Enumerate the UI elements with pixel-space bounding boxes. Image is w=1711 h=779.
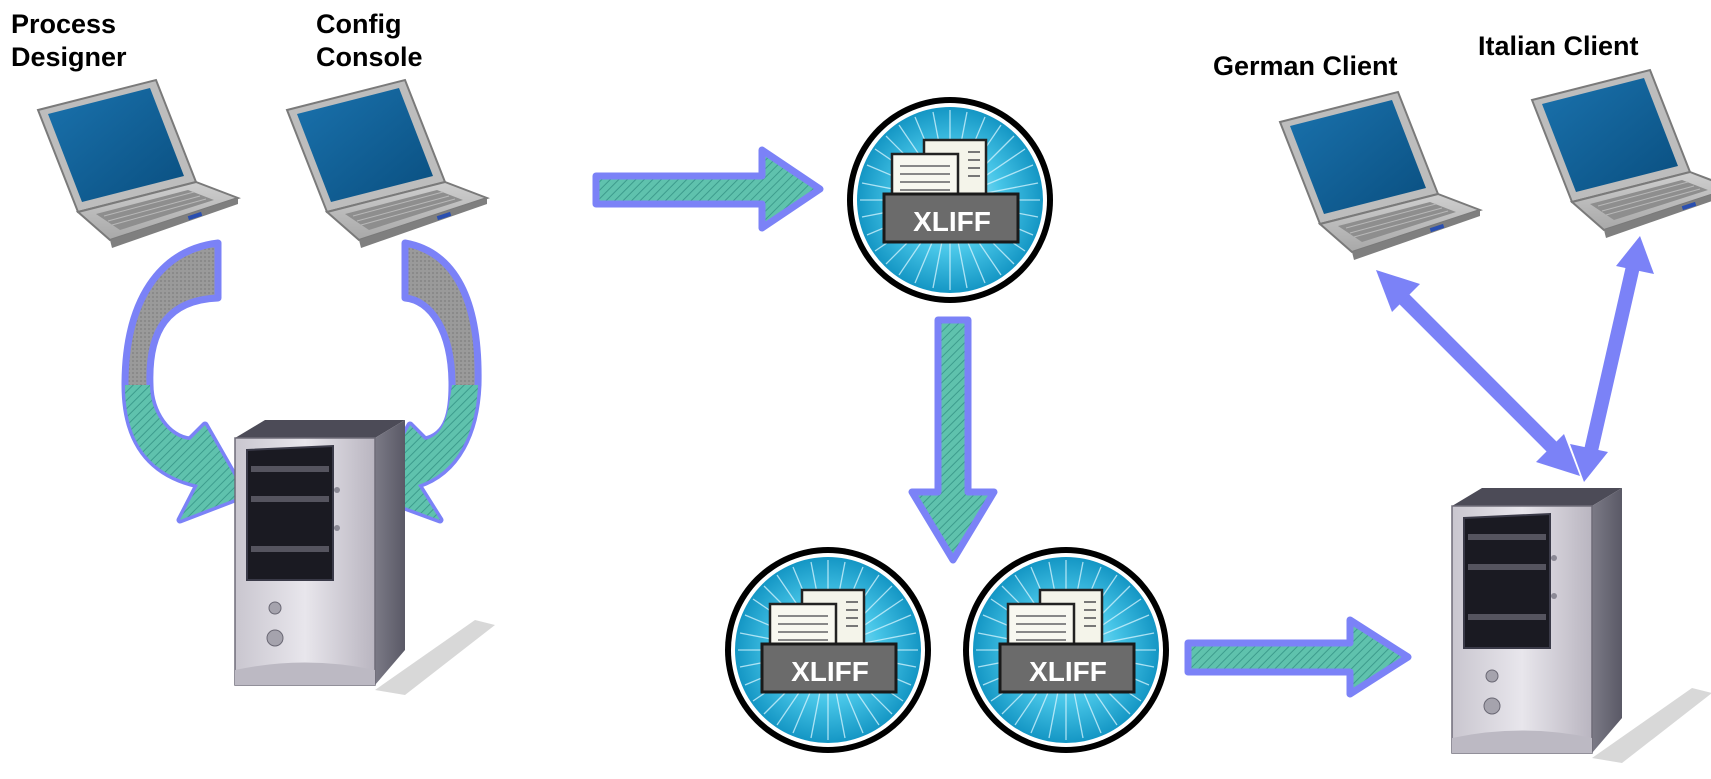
laptop-process-designer-icon (37, 79, 239, 249)
label-process-designer: Process Designer (11, 9, 127, 72)
arrow-right-top (592, 146, 824, 232)
server-right-icon (1451, 487, 1711, 764)
xliff-label-bottom-left: XLIFF (791, 656, 869, 687)
arrow-down-middle (908, 316, 998, 564)
laptop-german-client-icon (1279, 91, 1481, 261)
label-german-client: German Client (1213, 51, 1398, 81)
arrow-right-bottom (1184, 616, 1412, 698)
xliff-badge-bottom-right-icon: XLIFF (961, 545, 1171, 755)
double-arrow-italian-client (1570, 236, 1654, 482)
xliff-label-top: XLIFF (913, 206, 991, 237)
laptop-config-console-icon (286, 79, 488, 249)
double-arrow-german-client (1376, 270, 1580, 476)
label-config-console: Config Console (316, 9, 423, 72)
label-italian-client: Italian Client (1478, 31, 1639, 61)
curved-arrow-left (121, 239, 249, 524)
laptop-italian-client-icon (1531, 69, 1711, 239)
xliff-badge-top-icon: XLIFF (845, 95, 1055, 305)
xliff-badge-bottom-left-icon: XLIFF (723, 545, 933, 755)
xliff-label-bottom-right: XLIFF (1029, 656, 1107, 687)
